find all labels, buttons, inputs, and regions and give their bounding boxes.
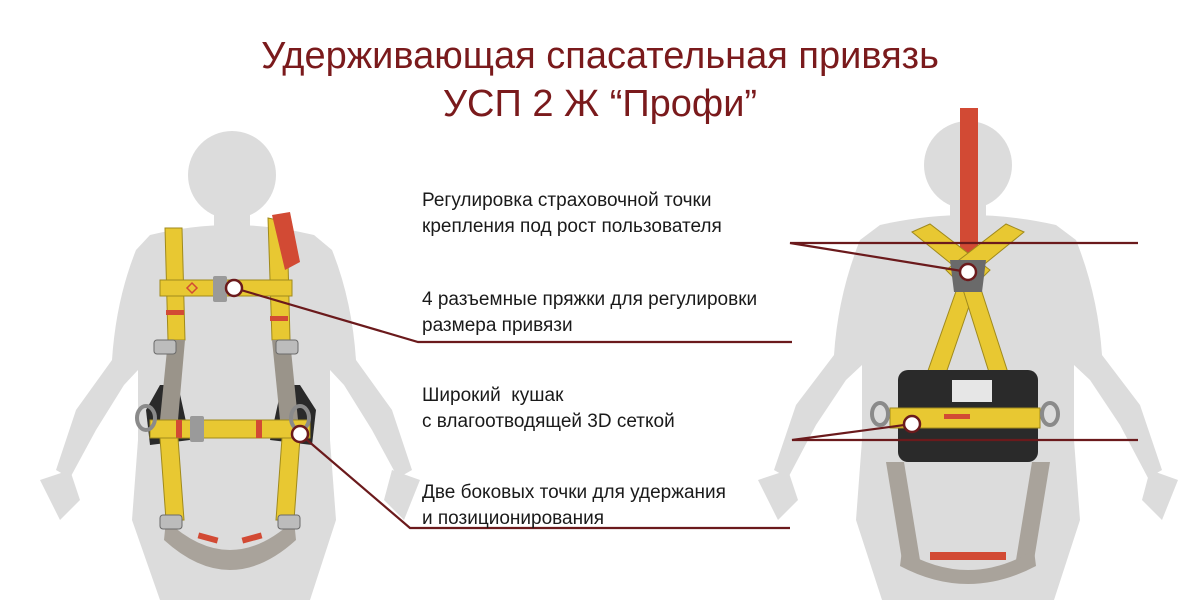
callout-line: Регулировка страховочной точки <box>422 190 712 211</box>
callout-attachment-adjustment: Регулировка страховочной точки крепления… <box>422 188 722 240</box>
marker-dorsal-point <box>958 262 978 282</box>
leader-line-3 <box>791 422 1138 442</box>
leader-line-2 <box>233 286 792 344</box>
callout-line: 4 разъемные пряжки для регулировки <box>422 289 758 310</box>
front-grey-leg-strap <box>164 520 296 570</box>
page-title-line-2: УСП 2 Ж “Профи” <box>442 83 758 125</box>
callout-wide-belt: Широкий кушак с влагоотводящей 3D сеткой <box>422 383 675 435</box>
leader-line-1 <box>789 241 1138 274</box>
leader-markers <box>224 262 978 444</box>
back-red-lanyard <box>960 108 978 258</box>
leader-lines <box>233 241 1138 530</box>
front-red-lanyard <box>272 212 300 270</box>
callout-side-points: Две боковых точки для удержания и позици… <box>422 480 726 532</box>
page-title: Удерживающая спасательная привязь УСП 2 … <box>0 32 1200 128</box>
callout-line: размера привязи <box>422 315 573 336</box>
leader-line-4 <box>299 433 790 530</box>
callout-line: с влагоотводящей 3D сеткой <box>422 411 675 432</box>
callout-line: Две боковых точки для удержания <box>422 482 726 503</box>
callout-line: крепления под рост пользователя <box>422 216 722 237</box>
callout-buckles: 4 разъемные пряжки для регулировки разме… <box>422 287 757 339</box>
marker-chest-buckle <box>224 278 244 298</box>
front-side-d-ring-left <box>135 404 157 432</box>
page-title-line-1: Удерживающая спасательная привязь <box>261 35 939 77</box>
marker-side-ring <box>290 424 310 444</box>
marker-wide-belt <box>902 414 922 434</box>
front-harness <box>135 212 316 570</box>
front-waist-belt <box>149 419 311 439</box>
callout-line: Широкий кушак <box>422 385 564 406</box>
callout-line: и позиционирования <box>422 508 605 529</box>
front-body-silhouette <box>40 131 420 600</box>
